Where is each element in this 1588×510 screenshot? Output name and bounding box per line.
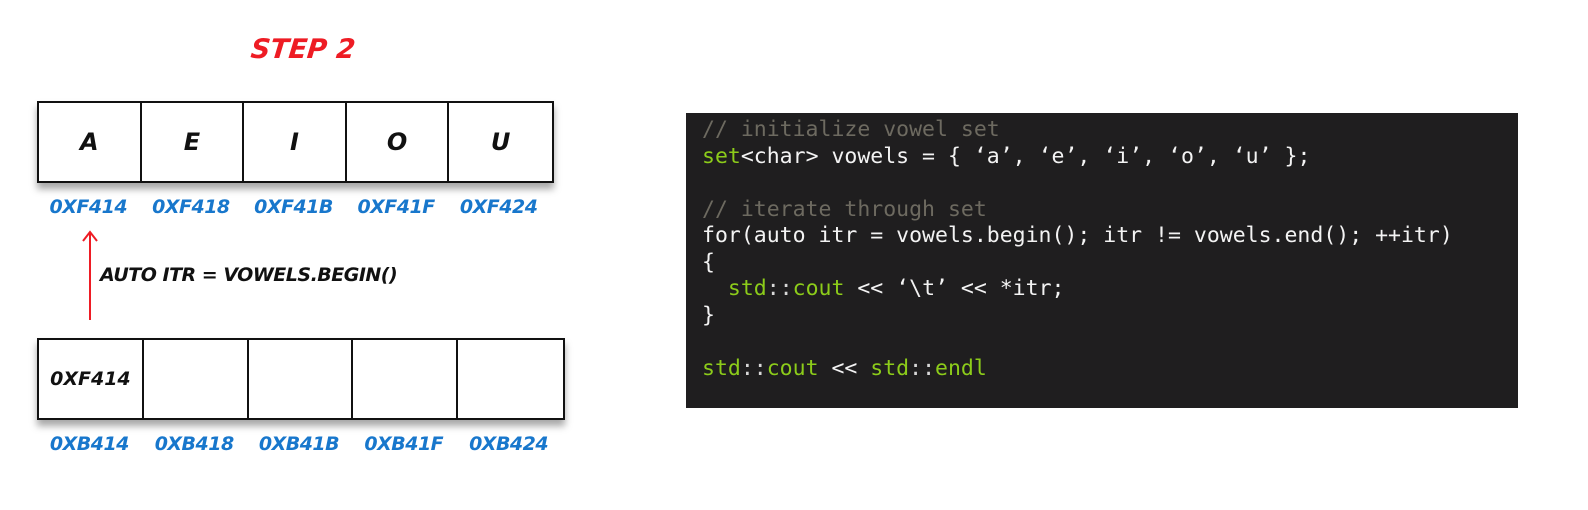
set-address-row: 0XF414 0XF418 0XF41B 0XF41F 0XF424: [37, 196, 550, 218]
code-token-kw: cout: [792, 276, 845, 301]
code-token-kw: std: [870, 355, 910, 381]
code-line: std::cout << std::endl: [702, 356, 1518, 383]
code-token-plain: for(auto itr = vowels.begin(); itr != vo…: [702, 223, 1453, 248]
iterator-cell: [458, 340, 563, 418]
code-line: // initialize vowel set: [702, 117, 1518, 144]
set-cell: U: [490, 128, 511, 156]
code-token-kw: set: [702, 143, 741, 169]
set-address: 0XF418: [152, 196, 230, 218]
iterator-address: 0XB418: [154, 433, 235, 455]
code-token-comment: // iterate through set: [702, 196, 987, 222]
iterator-address: 0XB41B: [258, 433, 340, 455]
arrow-label: AUTO ITR = VOWELS.BEGIN(): [100, 264, 398, 286]
code-token-punct: ::: [766, 276, 793, 301]
set-address: 0XF41F: [357, 196, 435, 218]
arrow-up-icon: [82, 230, 98, 320]
iterator-cell: [144, 340, 249, 418]
iterator-cell: 0XF414: [39, 340, 144, 418]
iterator-memory-row: 0XF414: [37, 338, 565, 420]
code-line: }: [702, 303, 1518, 330]
code-line: [702, 329, 1518, 356]
iterator-address: 0XB424: [469, 433, 549, 455]
set-cell: O: [347, 103, 450, 181]
code-token-kw: cout: [766, 355, 819, 381]
iterator-address: 0XB41F: [364, 433, 444, 455]
code-token-kw: std: [702, 355, 741, 381]
code-line: std::cout << ‘\t’ << *itr;: [702, 276, 1518, 303]
set-cell: I: [244, 103, 347, 181]
code-token-kw: endl: [935, 355, 987, 381]
code-token-plain: <<: [818, 355, 871, 381]
code-token-punct: ::: [740, 355, 767, 381]
code-token-plain: {: [702, 249, 715, 275]
set-address: 0XF414: [49, 196, 128, 218]
code-line: // iterate through set: [702, 197, 1518, 224]
vowel-set-memory-row: A E I O U: [37, 101, 554, 183]
set-cell: A: [39, 103, 142, 181]
code-line: set<char> vowels = { ‘a’, ‘e’, ‘i’, ‘o’,…: [702, 144, 1518, 171]
set-address: 0XF424: [459, 196, 538, 218]
code-line: {: [702, 250, 1518, 277]
iterator-cell: [353, 340, 459, 418]
step-title: STEP 2: [249, 34, 357, 65]
iterator-address-row: 0XB414 0XB418 0XB41B 0XB41F 0XB424: [37, 433, 561, 455]
set-cell: E: [142, 103, 245, 181]
code-token-plain: [702, 276, 728, 301]
iterator-address: 0XB414: [49, 433, 130, 455]
code-token-plain: <char> vowels = { ‘a’, ‘e’, ‘i’, ‘o’, ‘u…: [740, 143, 1311, 169]
code-token-punct: ::: [909, 355, 936, 381]
code-token-plain: << ‘\t’ << *itr;: [844, 276, 1065, 301]
code-token-comment: // initialize vowel set: [702, 117, 1000, 142]
code-token-kw: std: [727, 276, 767, 301]
code-line: for(auto itr = vowels.begin(); itr != vo…: [702, 223, 1518, 250]
code-token-plain: }: [702, 302, 715, 328]
code-line: [702, 170, 1518, 197]
set-address: 0XF41B: [254, 196, 333, 218]
iterator-cell: [249, 340, 354, 418]
